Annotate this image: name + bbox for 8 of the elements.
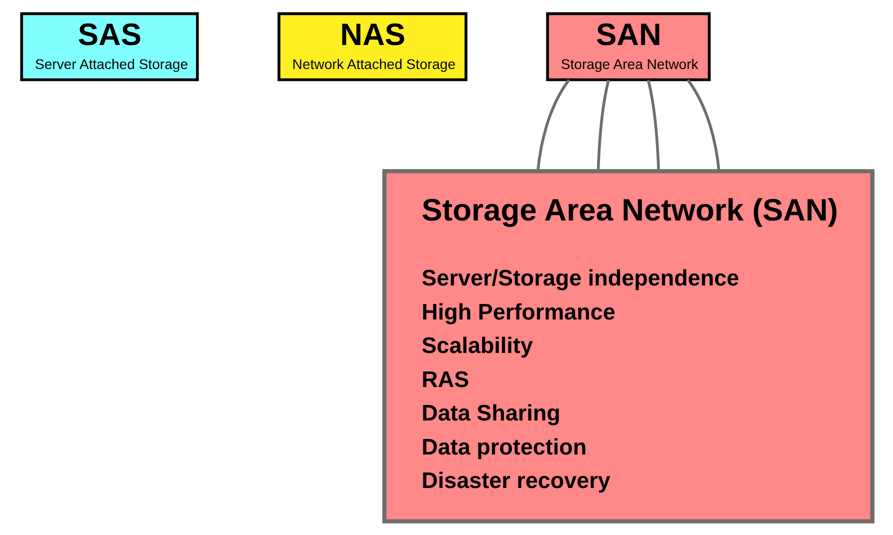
connector [646, 80, 660, 172]
connector [536, 79, 570, 172]
node-box: Storage Area Network (SAN) Server/Storage independence High Performance Scalability RAS Data Sharing Data protection Disaster recovery [382, 169, 874, 524]
connector [596, 80, 610, 172]
node-box: NAS Network Attached Storage [277, 12, 467, 82]
node-box: SAS Server Attached Storage [20, 12, 198, 82]
connector [686, 79, 720, 172]
node-box: SAN Storage Area Network [546, 12, 710, 82]
